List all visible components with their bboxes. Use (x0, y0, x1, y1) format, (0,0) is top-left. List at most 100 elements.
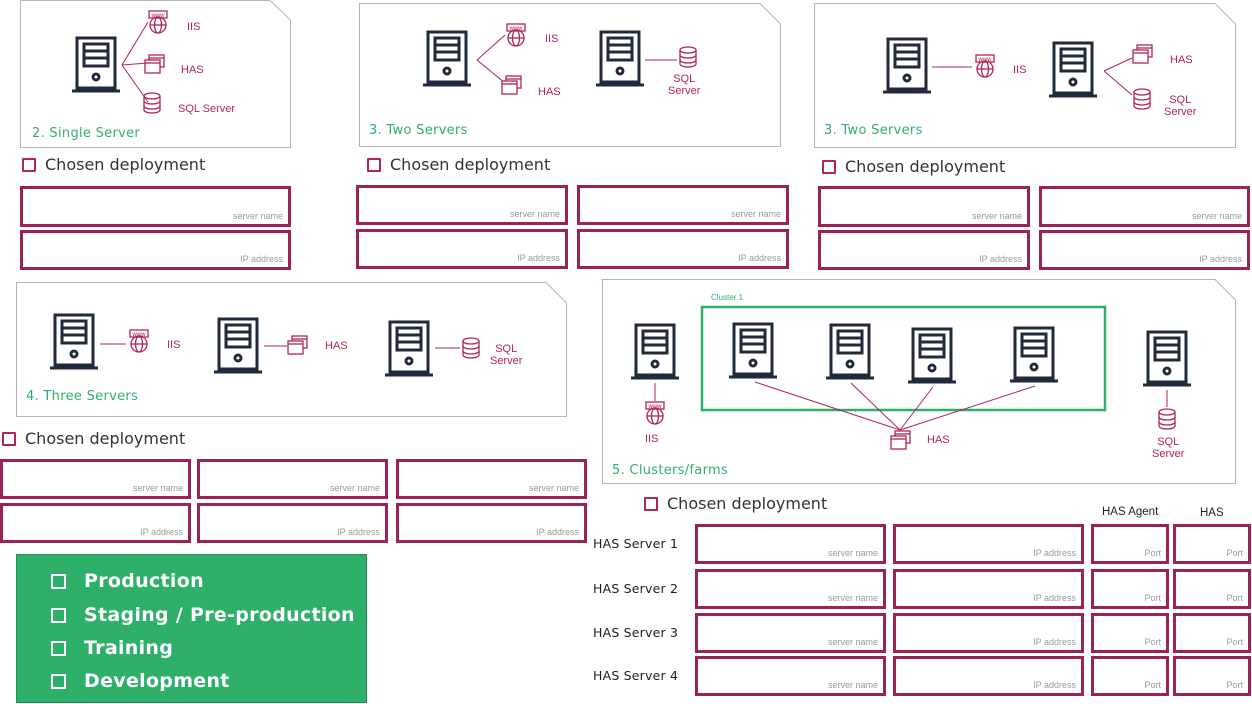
ip-address-field[interactable]: IP address (893, 524, 1084, 564)
database-icon (143, 92, 161, 114)
globe-www-icon: www (129, 329, 149, 353)
panel-title: 4. Three Servers (26, 389, 139, 404)
ip-address-field[interactable]: IP address (893, 613, 1084, 653)
svg-text:www: www (978, 57, 993, 63)
env-staging[interactable]: Staging / Pre-production (51, 604, 355, 626)
ip-address-field[interactable]: IP address (577, 229, 789, 269)
svg-text:www: www (132, 332, 147, 338)
iis-label: IIS (187, 21, 201, 33)
checkbox[interactable] (644, 496, 658, 511)
globe-www-icon: www (148, 10, 168, 34)
server-icon (50, 313, 98, 370)
env-development[interactable]: Development (51, 670, 230, 692)
checkbox[interactable] (51, 640, 66, 656)
server-icon (631, 323, 679, 380)
ip-address-field[interactable]: IP address (356, 229, 568, 269)
svg-text:www: www (509, 26, 524, 32)
panel-title: 3. Two Servers (369, 123, 468, 138)
checkbox[interactable] (51, 573, 66, 589)
ip-address-field[interactable]: IP address (20, 230, 291, 270)
ip-address-field[interactable]: IP address (893, 569, 1084, 609)
server-name-field[interactable]: server name (695, 569, 886, 609)
panel-two-servers-a: www IIS HAS SQL Server 3. Two Servers (359, 3, 781, 147)
has-label: HAS (927, 434, 950, 446)
has-label: HAS (181, 64, 204, 76)
sql-server-label: SQL Server (178, 103, 236, 115)
checkbox[interactable] (822, 159, 836, 174)
has-port-field[interactable]: Port (1173, 613, 1251, 653)
has-port-field[interactable]: Port (1173, 569, 1251, 609)
ip-address-field[interactable]: IP address (1039, 230, 1250, 270)
server-icon (1143, 330, 1191, 387)
windows-icon (501, 75, 522, 95)
chosen-deployment-two-a[interactable]: Chosen deployment (367, 155, 550, 174)
checkbox[interactable] (367, 157, 381, 172)
environment-panel: Production Staging / Pre-production Trai… (16, 554, 367, 703)
column-header-has-agent: HAS Agent (1102, 506, 1159, 518)
has-server-label: HAS Server 4 (593, 668, 679, 683)
ip-address-field[interactable]: IP address (893, 656, 1084, 696)
database-icon (679, 46, 697, 68)
server-name-field[interactable]: server name (396, 459, 587, 499)
chosen-deployment-three[interactable]: Chosen deployment (2, 429, 185, 448)
env-training[interactable]: Training (51, 637, 173, 659)
checkbox[interactable] (2, 431, 16, 446)
panel-title: 3. Two Servers (824, 123, 923, 138)
database-icon (1133, 88, 1151, 110)
server-name-field[interactable]: server name (695, 613, 886, 653)
chosen-deployment-two-b[interactable]: Chosen deployment (822, 157, 1005, 176)
server-name-field[interactable]: server name (818, 186, 1030, 227)
server-icon (423, 30, 471, 87)
server-icon (1049, 41, 1097, 98)
server-icon (72, 36, 120, 93)
checkbox[interactable] (51, 673, 66, 689)
globe-www-icon: www (645, 401, 665, 425)
server-name-field[interactable]: server name (0, 459, 191, 499)
ip-address-field[interactable]: IP address (396, 503, 587, 543)
server-name-field[interactable]: server name (20, 186, 291, 227)
has-agent-port-field[interactable]: Port (1091, 569, 1169, 609)
sql-server-label: SQL Server (668, 73, 701, 97)
server-icon (385, 320, 433, 377)
server-icon (826, 323, 874, 380)
cluster-label: Cluster 1 (711, 293, 744, 302)
ip-address-field[interactable]: IP address (818, 230, 1030, 270)
has-agent-port-field[interactable]: Port (1091, 656, 1169, 696)
column-header-has: HAS (1200, 507, 1224, 519)
iis-label: IIS (1013, 64, 1027, 76)
chosen-deployment-cluster[interactable]: Chosen deployment (644, 494, 827, 513)
server-name-field[interactable]: server name (356, 185, 568, 225)
checkbox[interactable] (22, 157, 36, 172)
server-name-field[interactable]: server name (197, 459, 388, 499)
has-server-label: HAS Server 2 (593, 581, 679, 596)
chosen-deployment-single[interactable]: Chosen deployment (22, 155, 205, 174)
server-name-field[interactable]: server name (695, 524, 886, 564)
server-icon (729, 322, 777, 379)
has-server-label: HAS Server 3 (593, 625, 679, 640)
ip-address-field[interactable]: IP address (0, 503, 191, 543)
database-icon (1158, 408, 1176, 430)
server-icon (1010, 326, 1058, 383)
sql-server-label: SQL Server (490, 343, 523, 367)
has-port-field[interactable]: Port (1173, 524, 1251, 564)
env-production[interactable]: Production (51, 570, 204, 592)
server-name-field[interactable]: server name (695, 656, 886, 696)
windows-icon (144, 54, 165, 74)
globe-www-icon: www (506, 23, 526, 47)
server-name-field[interactable]: server name (577, 185, 789, 225)
has-agent-port-field[interactable]: Port (1091, 524, 1169, 564)
server-icon (883, 37, 931, 94)
svg-text:www: www (151, 13, 166, 19)
windows-icon (1132, 44, 1153, 64)
windows-icon (287, 335, 308, 355)
iis-label: IIS (545, 33, 559, 45)
server-icon (908, 327, 956, 384)
panel-single-server: www IIS HAS SQL Server 2. Single Server (20, 0, 291, 148)
has-port-field[interactable]: Port (1173, 656, 1251, 696)
server-name-field[interactable]: server name (1039, 186, 1250, 227)
ip-address-field[interactable]: IP address (197, 503, 388, 543)
has-agent-port-field[interactable]: Port (1091, 613, 1169, 653)
database-icon (462, 337, 480, 359)
iis-label: IIS (645, 433, 659, 445)
checkbox[interactable] (51, 607, 66, 623)
